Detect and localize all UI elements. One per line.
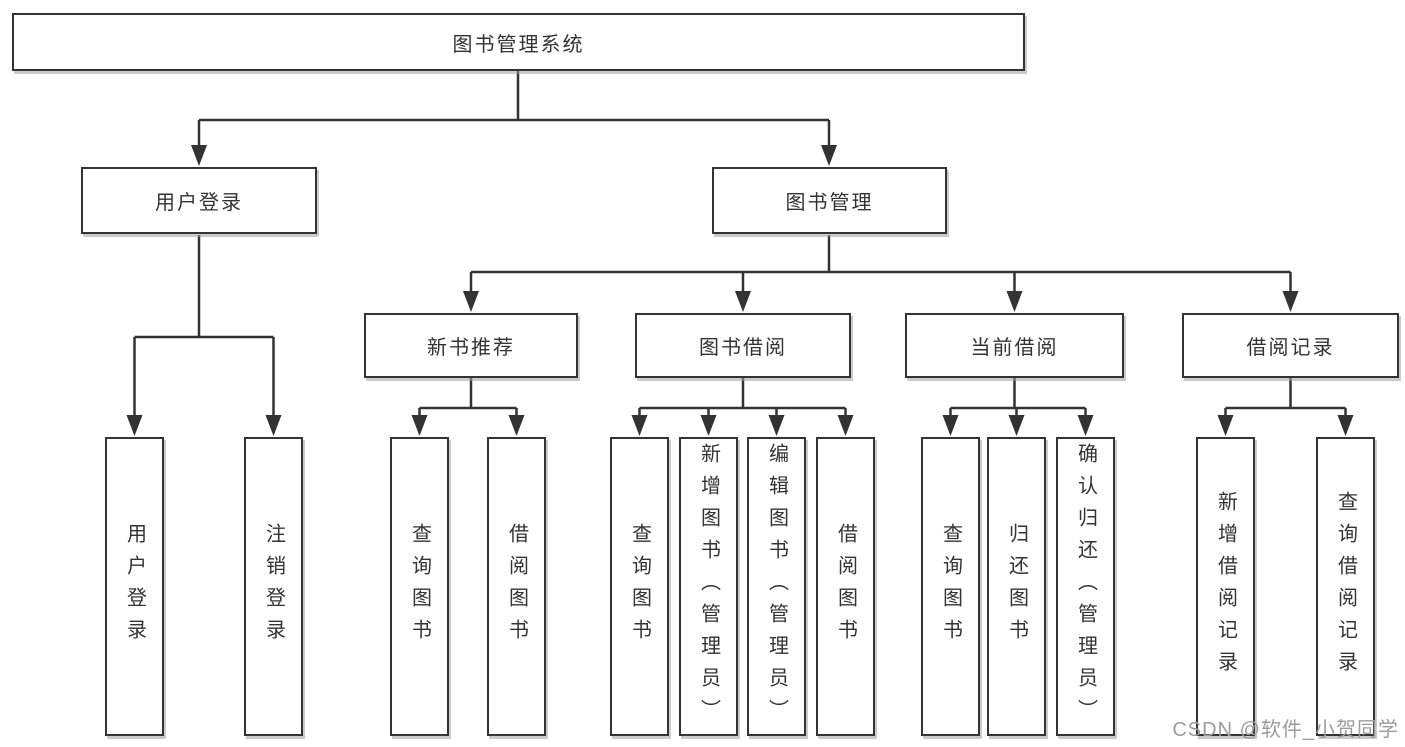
- node-label: 注销登录: [262, 522, 285, 651]
- node-label: 借阅图书: [834, 522, 857, 651]
- leaf-edit-book-admin: 编辑图书（管理员）: [747, 437, 806, 736]
- watermark: CSDN @软件_小贺同学: [1172, 719, 1399, 741]
- node-label: 查询图书: [628, 522, 651, 651]
- leaf-confirm-return-admin: 确认归还（管理员）: [1056, 437, 1115, 736]
- node-label: 确认归还（管理员）: [1074, 442, 1097, 731]
- leaf-query-borrow-record: 查询借阅记录: [1316, 437, 1375, 736]
- node-label: 查询图书: [408, 522, 431, 651]
- leaf-query-books-current: 查询图书: [921, 437, 980, 736]
- node-book-borrowing: 图书借阅: [635, 313, 851, 378]
- root-node: 图书管理系统: [12, 13, 1025, 71]
- leaf-user-login: 用户登录: [105, 437, 164, 736]
- node-label: 图书管理: [785, 192, 874, 214]
- node-borrowing-records: 借阅记录: [1182, 313, 1399, 378]
- leaf-add-book-admin: 新增图书（管理员）: [679, 437, 738, 736]
- node-label: 图书管理系统: [452, 33, 585, 56]
- node-label: 当前借阅: [970, 337, 1059, 359]
- node-label: 查询借阅记录: [1334, 490, 1357, 683]
- node-book-management: 图书管理: [712, 167, 947, 234]
- leaf-borrow-books-recommend: 借阅图书: [487, 437, 546, 736]
- node-new-book-recommendation: 新书推荐: [364, 313, 578, 378]
- leaf-return-book: 归还图书: [987, 437, 1046, 736]
- node-label: 借阅图书: [505, 522, 528, 651]
- node-label: 图书借阅: [699, 337, 787, 359]
- leaf-logout: 注销登录: [244, 437, 303, 736]
- node-label: 用户登录: [123, 522, 146, 651]
- node-label: 借阅记录: [1246, 337, 1335, 359]
- node-label: 用户登录: [155, 192, 243, 214]
- leaf-query-books-borrow: 查询图书: [610, 437, 669, 736]
- node-label: 归还图书: [1005, 522, 1028, 651]
- leaf-add-borrow-record: 新增借阅记录: [1196, 437, 1255, 736]
- node-label: 查询图书: [939, 522, 962, 651]
- leaf-query-books-recommend: 查询图书: [390, 437, 449, 736]
- leaf-borrow-books: 借阅图书: [816, 437, 875, 736]
- node-label: 编辑图书（管理员）: [765, 442, 788, 731]
- node-user-login: 用户登录: [81, 167, 317, 234]
- node-label: 新书推荐: [427, 337, 515, 359]
- node-label: 新增借阅记录: [1214, 490, 1237, 683]
- node-label: 新增图书（管理员）: [697, 442, 720, 731]
- node-current-borrowing: 当前借阅: [905, 313, 1124, 378]
